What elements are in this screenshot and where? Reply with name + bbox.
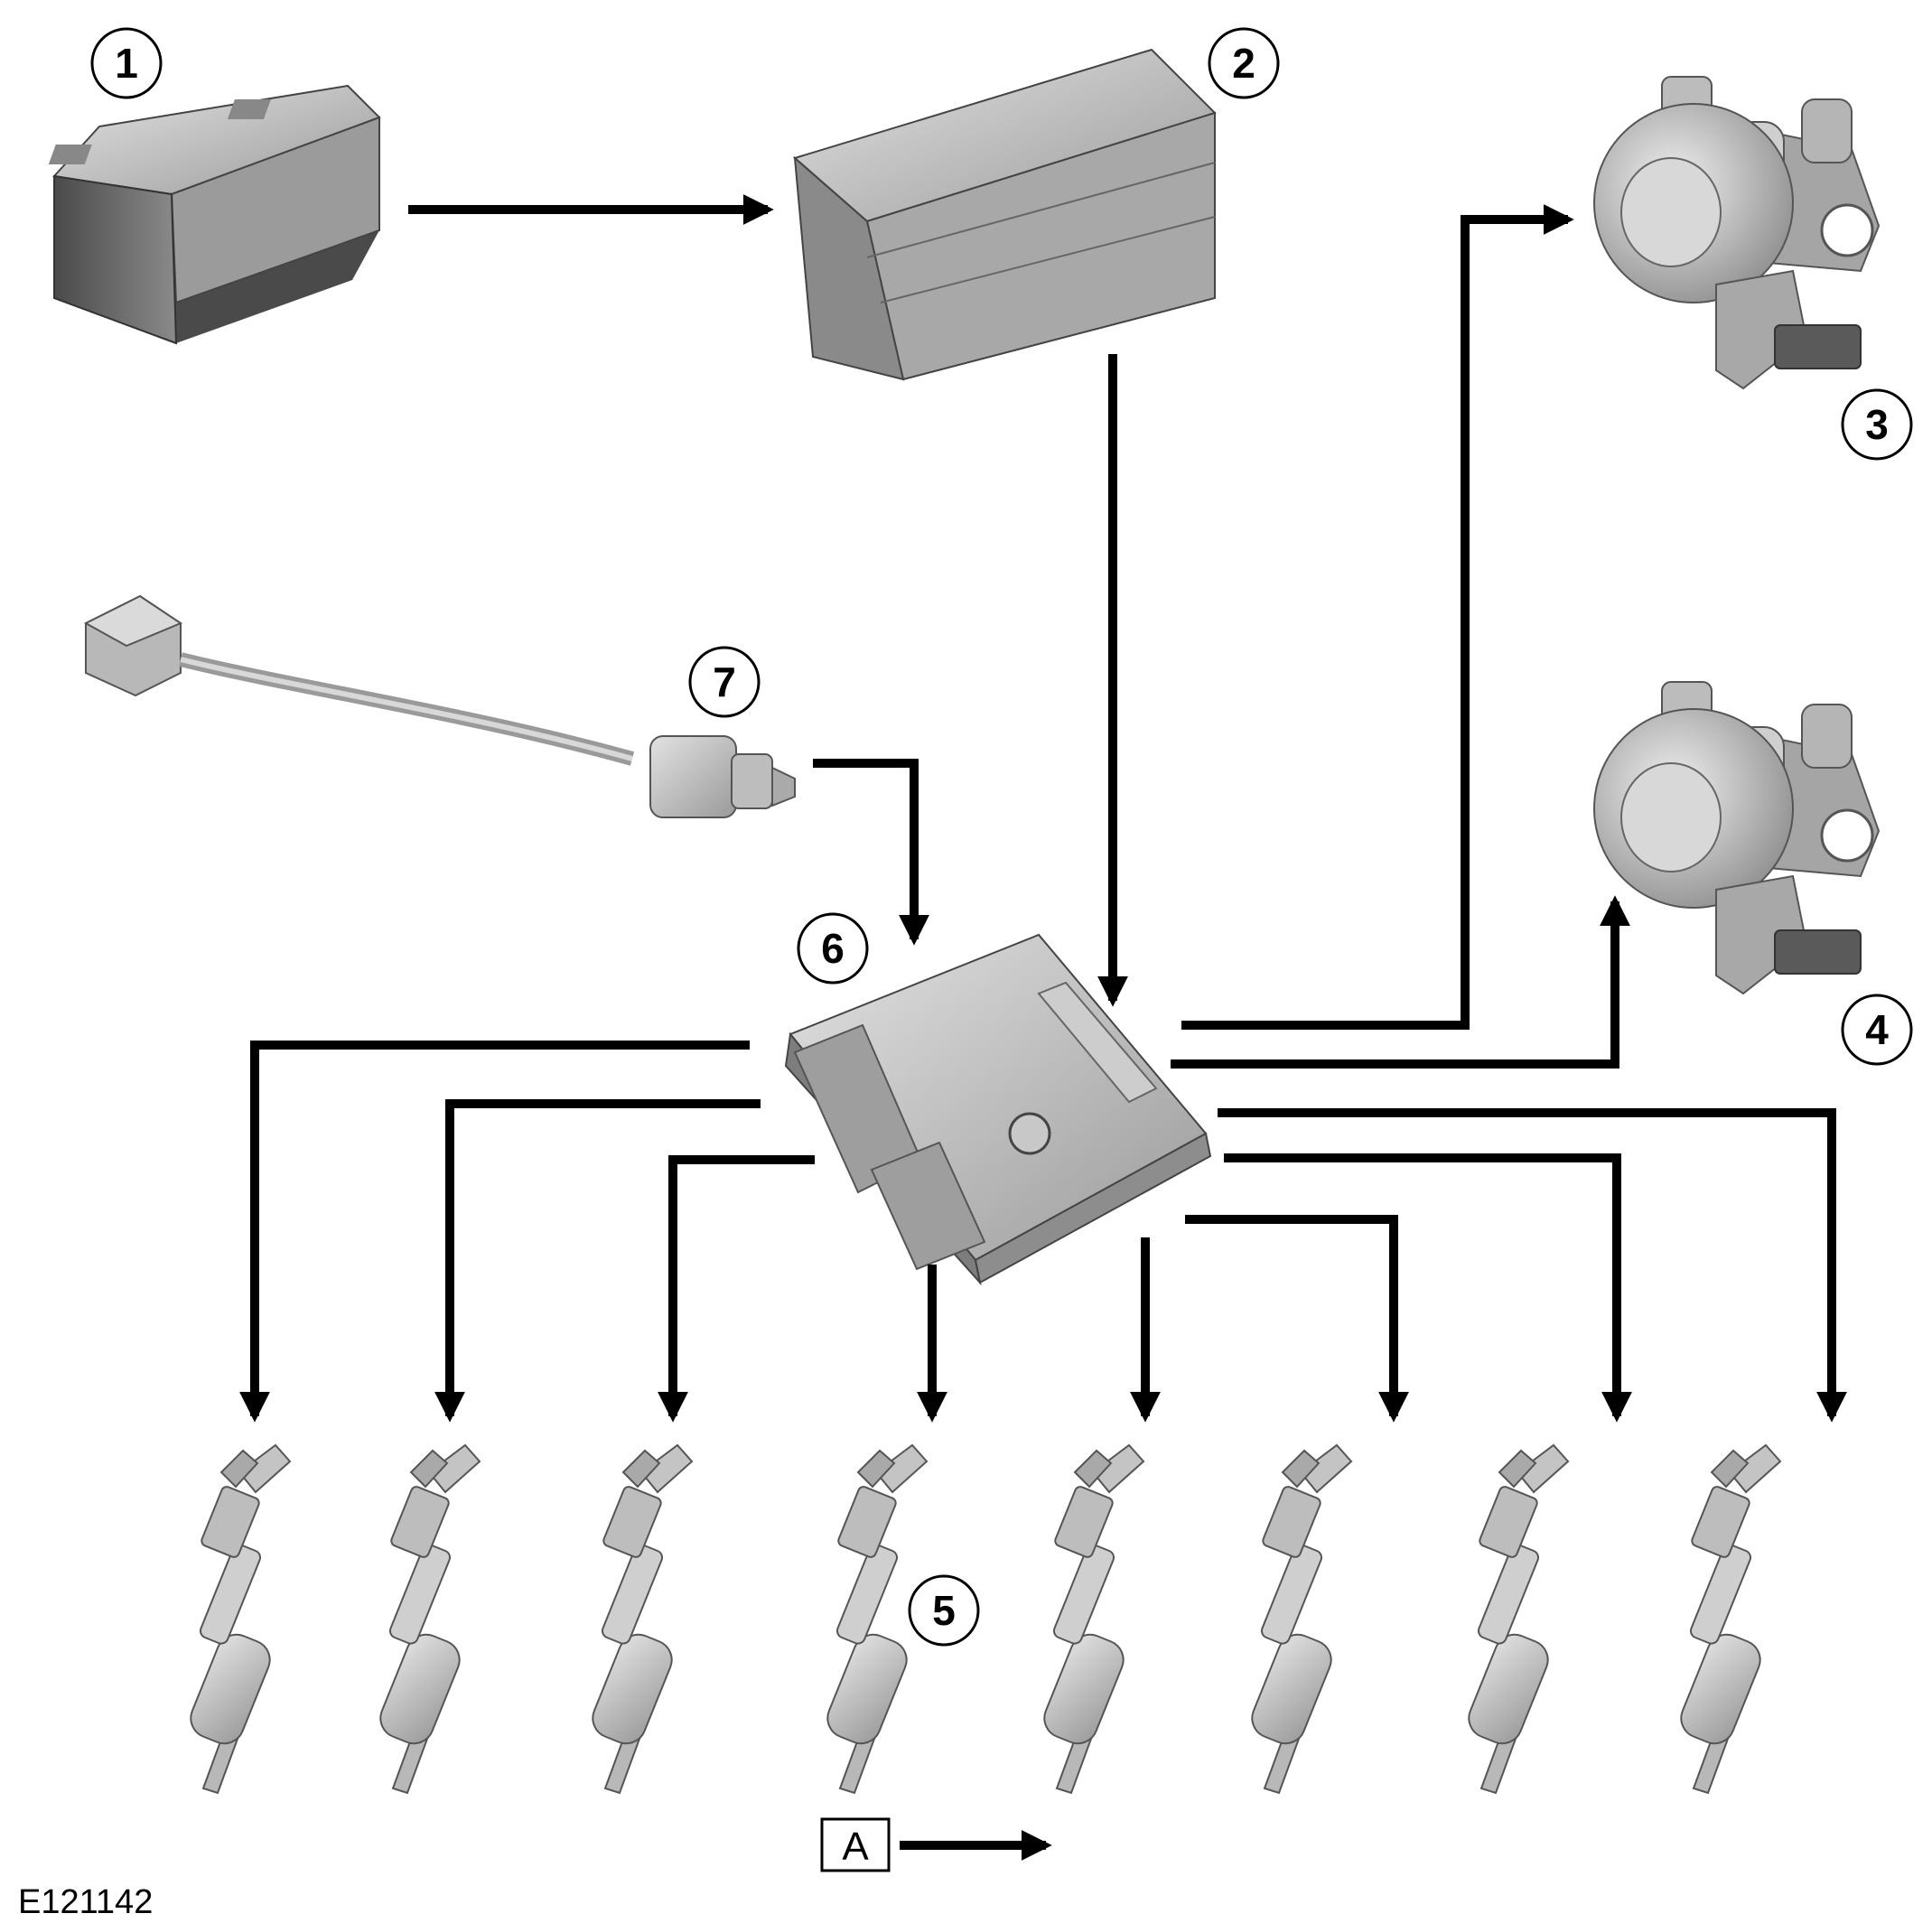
fuel-pump-icon [1593,76,1881,390]
callout-5-label: 5 [932,1587,956,1634]
fuel-injector-icon [1245,1444,1352,1794]
fuel-injector-icon [373,1444,481,1794]
callout-3: 3 [1841,388,1913,461]
arrow-ecm-to-injector-1 [238,1041,750,1423]
sensor-icon [83,594,796,818]
legend: A [820,1817,1052,1872]
callout-1: 1 [90,27,163,99]
figure-id: E121142 [18,1883,153,1921]
fuel-injector-group [183,1444,1781,1794]
fuel-injector-icon [183,1444,291,1794]
battery-icon [48,84,381,345]
arrow-ecm-to-injector-2 [434,1099,761,1423]
callout-2: 2 [1208,27,1280,99]
fuel-injector-icon [1037,1444,1144,1794]
fuel-injector-icon [585,1444,693,1794]
arrow-ecm-to-injector-7 [1224,1153,1633,1423]
callout-2-label: 2 [1232,40,1255,87]
callout-6-label: 6 [821,925,845,972]
callout-5: 5 [908,1574,980,1647]
ecm-module-icon [784,933,1212,1286]
callout-3-label: 3 [1865,401,1889,448]
arrow-ecm-to-injector-8 [1218,1108,1848,1423]
fuel-injector-icon [1674,1444,1781,1794]
callout-4: 4 [1841,994,1913,1066]
callout-4-label: 4 [1865,1006,1889,1053]
callout-7: 7 [688,646,761,718]
arrow-sensor-to-ecm [813,759,930,946]
fuel-injector-icon [1461,1444,1569,1794]
arrow-ecm-to-injector-6 [1185,1215,1410,1423]
fuse-box-icon [792,48,1217,381]
callout-1-label: 1 [115,40,138,87]
callout-7-label: 7 [713,658,736,705]
signal-arrows [238,193,1848,1423]
arrow-ecm-to-pump-3 [1181,203,1574,1030]
arrow-ecm-to-pump-4 [1171,895,1631,1069]
legend-label: A [842,1825,869,1869]
legend-box [820,1817,891,1872]
fuel-pump-icon [1593,681,1881,995]
callout-6: 6 [797,912,869,985]
arrow-ecm-to-injector-3 [657,1155,815,1423]
